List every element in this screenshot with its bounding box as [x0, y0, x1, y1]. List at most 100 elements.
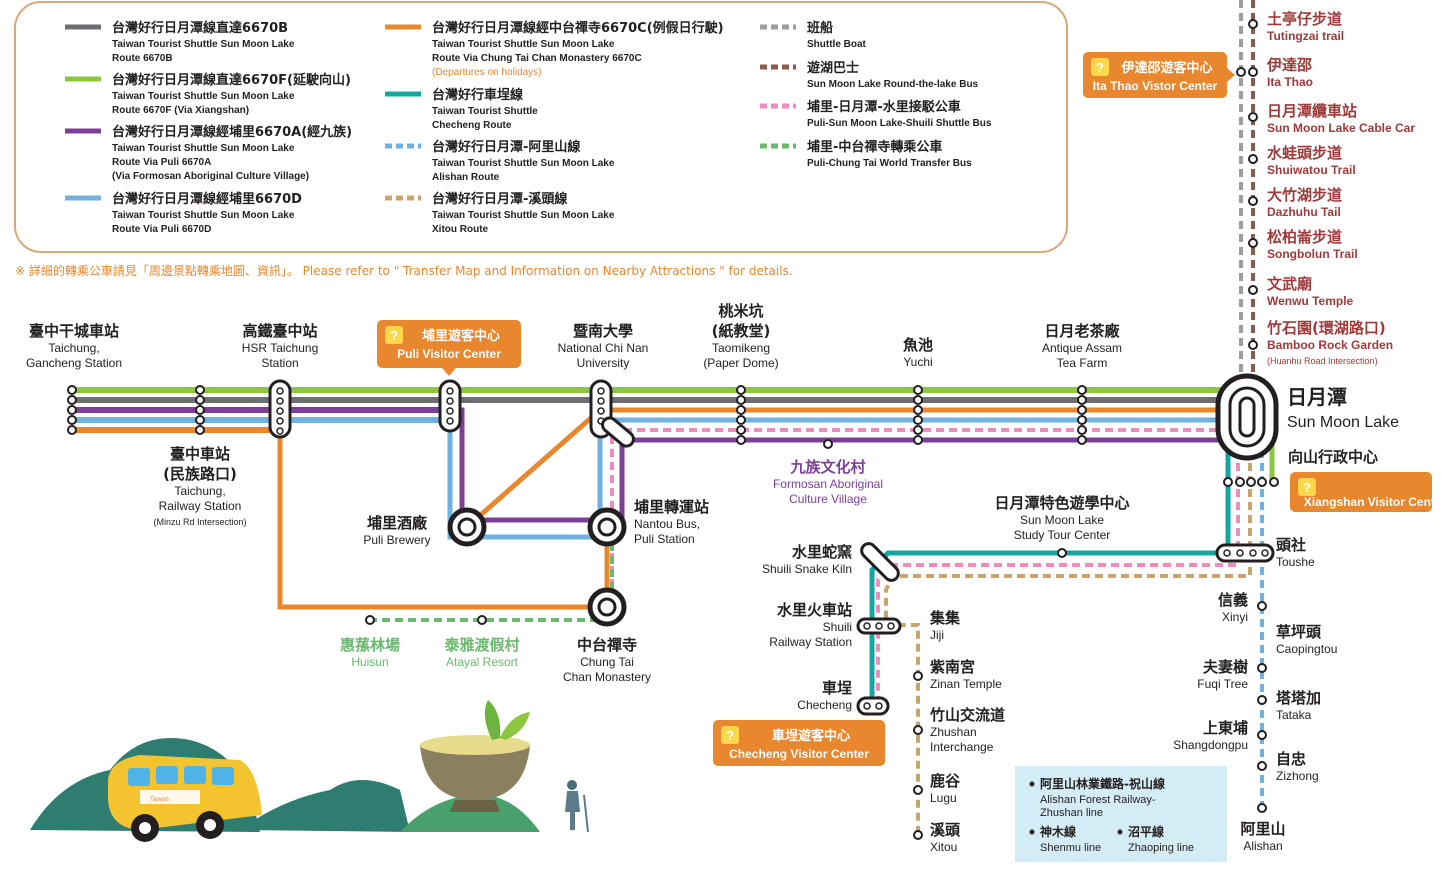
station-name-zh: 日月潭特色遊學中心	[994, 494, 1129, 512]
legend-subtitle: Sun Moon Lake Round-the-lake Bus	[807, 79, 979, 90]
visitor-center-zh: 車埕遊客中心	[772, 728, 850, 744]
station-name-en: Puli Station	[634, 532, 695, 546]
station-name-en: Xitou	[930, 840, 957, 854]
station-name-zh: (民族路口)	[163, 465, 237, 483]
station-name-zh: 自忠	[1276, 750, 1306, 768]
station-name-en: Jiji	[930, 628, 944, 642]
station-name-zh: 日月潭	[1287, 385, 1347, 409]
transfer-note: ※ 詳細的轉乘公車請見「周邊景點轉乘地圖、資訊」。 Please refer t…	[15, 263, 793, 278]
station-name-zh: 溪頭	[930, 821, 961, 839]
station-name-zh: 臺中干城車站	[29, 322, 119, 340]
station-name-zh: 日月潭纜車站	[1267, 102, 1357, 120]
station-name-en: Toushe	[1276, 555, 1315, 569]
info-icon-glyph: ?	[726, 728, 734, 743]
station-name-en: Shuili	[823, 620, 852, 634]
legend-subtitle: Route Via Chung Tai Chan Monastery 6670C	[432, 53, 642, 64]
station-name-zh: 頭社	[1276, 536, 1306, 554]
railway-zh: 阿里山林業鐵路-祝山線	[1040, 776, 1165, 791]
station-name-zh: 惠蓀林場	[340, 636, 400, 654]
station-label: 日月潭 Sun Moon Lake	[1287, 385, 1399, 431]
legend-title: 埔里-中台禪寺轉乘公車	[807, 139, 942, 155]
station-name-en: Station	[261, 356, 298, 370]
visitor-center-en: Xiangshan Visitor Center	[1304, 495, 1441, 509]
route-green	[370, 530, 614, 622]
visitor-center-zh: 伊達邵遊客中心	[1120, 60, 1212, 76]
station-name-en: Wenwu Temple	[1267, 294, 1354, 308]
station-name-en: Zhushan	[930, 725, 977, 739]
legend-subtitle: Taiwan Tourist Shuttle Sun Moon Lake	[432, 158, 615, 169]
station-name-en: Sun Moon Lake	[1287, 414, 1399, 431]
station-name-en: Atayal Resort	[446, 655, 519, 669]
station-name-sub: (Huanhu Road Intersection)	[1267, 356, 1378, 366]
station-name-en: Chung Tai	[580, 655, 634, 669]
station-name-en: Zinan Temple	[930, 677, 1002, 691]
legend-subtitle: Shuttle Boat	[807, 39, 867, 50]
station-label: 向山行政中心	[1288, 448, 1378, 466]
route-checheng	[869, 440, 1231, 705]
station-name-en: Antique Assam	[1042, 341, 1122, 355]
station-name-en: Shuiwatou Trail	[1267, 163, 1356, 177]
station-name-zh: 竹山交流道	[929, 706, 1005, 724]
legend-subtitle: Taiwan Tourist Shuttle	[432, 106, 538, 117]
station-name-en: Taichung,	[174, 484, 225, 498]
station-name-en: Nantou Bus,	[634, 517, 700, 531]
station-name-zh: 上東埔	[1203, 719, 1248, 737]
legend-title: 台灣好行日月潭線直達6670B	[112, 20, 288, 36]
station-name-en: Checheng	[797, 698, 852, 712]
station-name-en: Gancheng Station	[26, 356, 122, 370]
legend-subtitle: Checheng Route	[432, 120, 512, 131]
legend-title: 台灣好行日月潭線經中台禪寺6670C(例假日行駛)	[432, 20, 724, 36]
station-name-en: Culture Village	[789, 492, 867, 506]
station-name-en: National Chi Nan	[558, 341, 649, 355]
station-name-en: Taichung,	[48, 341, 99, 355]
station-name-en: Songbolun Trail	[1267, 247, 1358, 261]
station-name-zh: 塔塔加	[1276, 689, 1321, 707]
station-name-en: Yuchi	[903, 355, 932, 369]
station-name-zh: 集集	[929, 609, 961, 627]
legend-item: 台灣好行日月潭線經埔里6670A(經九族)Taiwan Tourist Shut…	[65, 124, 352, 182]
info-icon-glyph: ?	[1096, 60, 1104, 75]
station-name-zh: 水里火車站	[777, 601, 852, 619]
legend-title: 遊湖巴士	[807, 60, 859, 76]
tea-bowl-illustration	[420, 700, 530, 812]
legend-subtitle: Route Via Puli 6670A	[112, 157, 211, 168]
station-name-zh: 大竹湖步道	[1267, 186, 1342, 204]
station-name-en: Shangdongpu	[1173, 738, 1248, 752]
station-name-zh: 文武廟	[1267, 275, 1312, 293]
station-name-zh: 竹石園(環湖路口)	[1266, 319, 1386, 337]
station-name-en: Shuili Snake Kiln	[762, 562, 852, 576]
station-name-zh: 伊達邵	[1266, 56, 1312, 74]
station-name-en: HSR Taichung	[242, 341, 319, 355]
legend-note: (Departures on holidays)	[432, 67, 542, 78]
station-name-zh: 臺中車站	[170, 445, 230, 463]
station-name-zh: 中台禪寺	[577, 636, 637, 654]
station-name-zh: 暨南大學	[573, 322, 633, 340]
station-name-en: Formosan Aboriginal	[773, 477, 883, 491]
station-name-zh: 信義	[1218, 591, 1248, 609]
legend-subtitle: Taiwan Tourist Shuttle Sun Moon Lake	[432, 39, 615, 50]
station-name-zh: 魚池	[903, 336, 933, 354]
legend-title: 台灣好行日月潭-阿里山線	[432, 139, 581, 155]
